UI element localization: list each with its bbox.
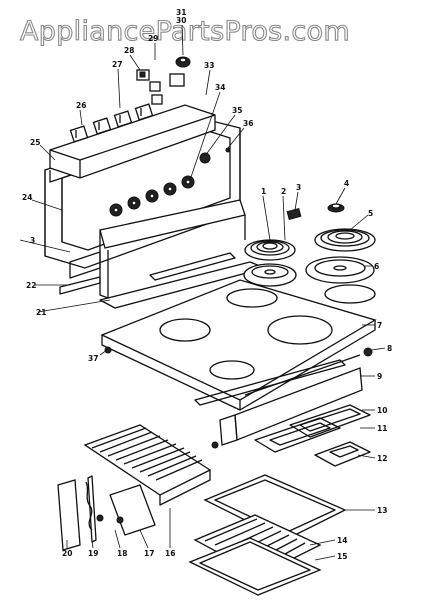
broiler-rack xyxy=(188,514,322,596)
callout-21: 21 xyxy=(36,308,46,317)
control-knobs xyxy=(109,147,231,217)
callout-25: 25 xyxy=(30,138,40,147)
callout-5: 5 xyxy=(368,209,373,218)
callout-13: 13 xyxy=(377,506,387,515)
callout-35: 35 xyxy=(232,106,242,115)
callout-18: 18 xyxy=(117,549,127,558)
callout-37: 37 xyxy=(88,354,98,363)
front-frame xyxy=(194,354,363,446)
callout-30: 30 xyxy=(176,16,186,25)
watermark: AppliancePartsPros.com xyxy=(20,16,350,47)
callout-9: 9 xyxy=(377,372,382,381)
backguard-cap xyxy=(49,104,216,179)
callout-36: 36 xyxy=(243,119,253,128)
callout-20: 20 xyxy=(62,549,72,558)
callout-34: 34 xyxy=(215,83,225,92)
callout-28: 28 xyxy=(124,46,134,55)
callout-4: 4 xyxy=(344,179,349,188)
oven-rack-left xyxy=(83,424,212,506)
callout-8: 8 xyxy=(387,344,392,353)
callout-31: 31 xyxy=(176,8,186,17)
callout-15: 15 xyxy=(337,552,347,561)
callout-1: 1 xyxy=(261,187,266,196)
callout-19: 19 xyxy=(88,549,98,558)
callout-27: 27 xyxy=(112,60,122,69)
leader-lines xyxy=(19,24,386,561)
callout-3: 3 xyxy=(296,183,301,192)
hinge-parts xyxy=(57,346,373,551)
front-panel xyxy=(59,199,246,299)
callout-14: 14 xyxy=(337,536,347,545)
callout-7: 7 xyxy=(377,321,382,330)
callout-22: 22 xyxy=(26,281,36,290)
heating-elements xyxy=(254,404,371,467)
callout-6: 6 xyxy=(374,262,379,271)
switch-components xyxy=(136,56,191,105)
callout-29: 29 xyxy=(148,34,158,43)
callout-10: 10 xyxy=(377,406,387,415)
callout-12: 12 xyxy=(377,454,387,463)
main-top xyxy=(100,279,377,411)
callout-26: 26 xyxy=(76,101,86,110)
callout-24: 24 xyxy=(22,193,32,202)
callout-33: 33 xyxy=(204,61,214,70)
callout-16: 16 xyxy=(165,549,175,558)
callout-numbers: 1 2 3 4 5 6 7 8 9 10 11 12 13 14 15 16 1… xyxy=(22,8,392,561)
push-buttons xyxy=(69,103,154,143)
callout-11: 11 xyxy=(377,424,387,433)
callout-2: 2 xyxy=(281,187,286,196)
surface-elements xyxy=(243,203,376,287)
callout-3-left: 3 xyxy=(30,236,35,245)
callout-17: 17 xyxy=(144,549,154,558)
